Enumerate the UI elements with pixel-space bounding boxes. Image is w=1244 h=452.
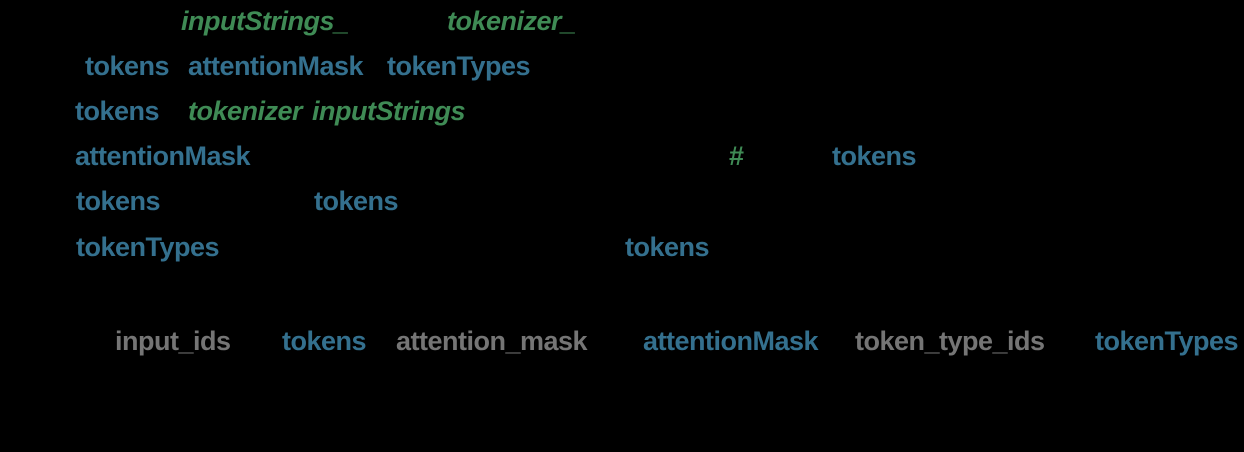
code-token-local-variable: attentionMask xyxy=(75,141,251,171)
code-token-slot-argument: # xyxy=(729,141,744,171)
code-token-string-key: token_type_ids xyxy=(855,326,1045,356)
code-token-local-variable: tokenTypes xyxy=(1095,326,1239,356)
code-token-local-variable: tokens xyxy=(76,186,161,216)
code-token-local-variable: tokenTypes xyxy=(76,232,220,262)
code-token-string-key: input_ids xyxy=(115,326,231,356)
code-token-local-variable: tokens xyxy=(75,96,160,126)
code-token-local-variable: tokens xyxy=(625,232,710,262)
code-token-local-variable: attentionMask xyxy=(188,51,364,81)
code-token-pattern-variable: inputStrings_ xyxy=(181,6,349,36)
code-token-local-variable: tokens xyxy=(85,51,170,81)
code-token-local-variable: tokens xyxy=(282,326,367,356)
code-token-pattern-variable: inputStrings xyxy=(312,96,465,126)
code-token-local-variable: tokenTypes xyxy=(387,51,531,81)
code-token-local-variable: tokens xyxy=(832,141,917,171)
code-token-local-variable: tokens xyxy=(314,186,399,216)
code-token-pattern-variable: tokenizer xyxy=(188,96,303,126)
code-token-local-variable: attentionMask xyxy=(643,326,819,356)
code-token-pattern-variable: tokenizer_ xyxy=(447,6,576,36)
code-token-string-key: attention_mask xyxy=(396,326,588,356)
